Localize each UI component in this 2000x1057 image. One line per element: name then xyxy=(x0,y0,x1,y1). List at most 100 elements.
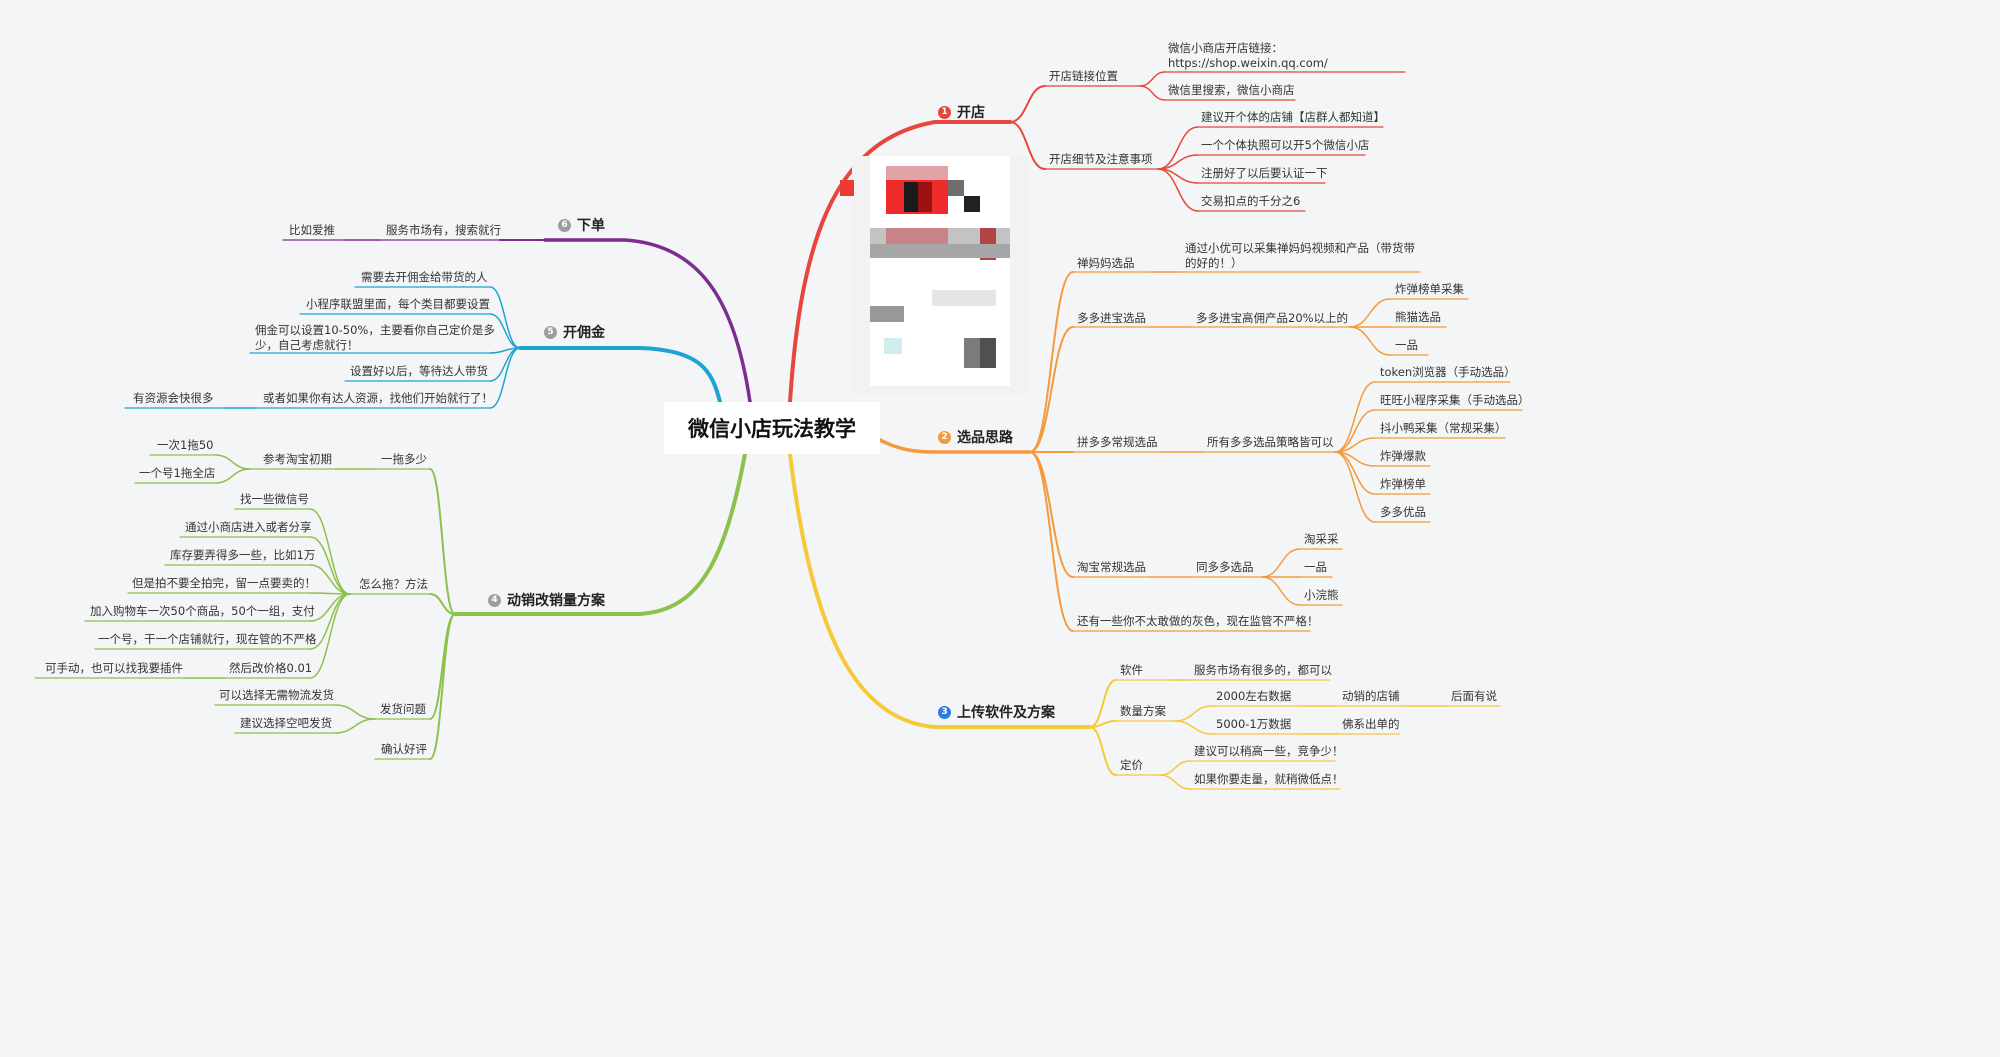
node-douxiaoya[interactable]: 抖小鸭采集（常规采集） xyxy=(1380,421,1507,435)
node-method[interactable]: 怎么拖？方法 xyxy=(359,577,428,591)
node-grey-products[interactable]: 还有一些你不太敢做的灰色，现在监管不严格！ xyxy=(1077,614,1319,628)
node-bomb-hot[interactable]: 炸弹爆款 xyxy=(1380,449,1426,463)
node-confirm-review[interactable]: 确认好评 xyxy=(381,742,427,756)
node-alliance-settings[interactable]: 小程序联盟里面，每个类目都要设置 xyxy=(306,297,490,311)
node-quantity-plan[interactable]: 数量方案 xyxy=(1120,704,1166,718)
connector-line xyxy=(1334,381,1376,453)
branch-product-selection[interactable]: 2 选品思路 xyxy=(938,427,1013,447)
connector-line xyxy=(1334,409,1376,453)
node-service-market[interactable]: 服务市场有很多的，都可以 xyxy=(1194,663,1332,677)
node-store-link-url[interactable]: 微信小商店开店链接：https://shop.weixin.qq.com/ xyxy=(1168,41,1328,70)
node-wait-influencers[interactable]: 设置好以后，等待达人带货 xyxy=(350,364,488,378)
node-duoduo-youpin[interactable]: 多多优品 xyxy=(1380,505,1426,519)
node-store-details[interactable]: 开店细节及注意事项 xyxy=(1049,152,1153,166)
connector-line xyxy=(309,508,351,595)
node-5000-items[interactable]: 5000-1万数据 xyxy=(1216,717,1292,731)
connector-line xyxy=(214,468,251,484)
node-bomb-list[interactable]: 炸弹榜单采集 xyxy=(1395,282,1464,296)
node-empty-package[interactable]: 建议选择空吧发货 xyxy=(240,716,332,730)
number-badge-6: 6 xyxy=(558,218,571,232)
node-casual-orders[interactable]: 佛系出单的 xyxy=(1342,717,1400,731)
number-badge-1: 1 xyxy=(938,105,951,119)
connector-line xyxy=(1334,451,1376,523)
node-explained-later[interactable]: 后面有说 xyxy=(1451,689,1497,703)
branch-sales-plan[interactable]: 4 动销改销量方案 xyxy=(488,590,605,610)
node-token-browser[interactable]: token浏览器（手动选品） xyxy=(1380,365,1516,379)
mosaic-block xyxy=(884,338,902,354)
node-stock-more[interactable]: 库存要弄得多一些，比如1万 xyxy=(170,548,316,562)
node-certify[interactable]: 注册好了以后要认证一下 xyxy=(1201,166,1328,180)
node-enter-or-share[interactable]: 通过小商店进入或者分享 xyxy=(185,520,312,534)
node-no-logistics[interactable]: 可以选择无需物流发货 xyxy=(219,688,334,702)
branch-upload-software[interactable]: 3 上传软件及方案 xyxy=(938,702,1055,722)
connector-line xyxy=(214,454,251,470)
branch-label: 选品思路 xyxy=(957,430,1013,446)
node-pricing[interactable]: 定价 xyxy=(1120,758,1143,772)
connector-line xyxy=(309,593,351,679)
node-xiaoyou-collect[interactable]: 通过小优可以采集禅妈妈视频和产品（带货带的好的！） xyxy=(1185,241,1415,270)
node-2000-items[interactable]: 2000左右数据 xyxy=(1216,689,1292,703)
mosaic-block xyxy=(886,228,948,244)
node-price-lower[interactable]: 如果你要走量，就稍微低点！ xyxy=(1194,772,1344,786)
node-taobao-regular[interactable]: 淘宝常规选品 xyxy=(1077,560,1146,574)
node-one-account-one-store[interactable]: 一个号，干一个店铺就行，现在管的不严格 xyxy=(98,632,317,646)
node-high-commission[interactable]: 多多进宝高佣产品20%以上的 xyxy=(1196,311,1349,325)
node-taobao-early[interactable]: 参考淘宝初期 xyxy=(263,452,332,466)
branch-commission[interactable]: 5 开佣金 xyxy=(544,322,605,342)
node-influencer-resources[interactable]: 或者如果你有达人资源，找他们开始就行了！ xyxy=(263,391,493,405)
node-cart-fifty[interactable]: 加入购物车一次50个商品，50个一组，支付 xyxy=(90,604,315,618)
root-topic[interactable]: 微信小店玩法教学 xyxy=(664,402,880,454)
node-yipin[interactable]: 一品 xyxy=(1395,338,1418,352)
branch-open-store[interactable]: 1 开店 xyxy=(938,102,985,122)
connector-line xyxy=(429,593,456,615)
node-duoduojinbao[interactable]: 多多进宝选品 xyxy=(1077,311,1146,325)
node-fee-rate[interactable]: 交易扣点的千分之6 xyxy=(1201,194,1301,208)
node-taocaicai[interactable]: 淘采采 xyxy=(1304,532,1339,546)
connector-line xyxy=(429,613,456,760)
node-panda[interactable]: 熊猫选品 xyxy=(1395,310,1441,324)
connector-line xyxy=(1029,451,1074,632)
node-faster-with-resources[interactable]: 有资源会快很多 xyxy=(133,391,214,405)
node-dont-buy-all[interactable]: 但是拍不要全拍完，留一点要卖的！ xyxy=(132,576,316,590)
node-search-market[interactable]: 服务市场有，搜索就行 xyxy=(386,223,501,237)
node-shipping[interactable]: 发货问题 xyxy=(380,702,426,716)
node-individual-store[interactable]: 建议开个体的店铺【店群人都知道】 xyxy=(1201,110,1385,124)
node-commission-rate[interactable]: 佣金可以设置10-50%，主要看你自己定价是多少，自己考虑就行！ xyxy=(255,323,495,352)
branch-order[interactable]: 6 下单 xyxy=(558,215,605,235)
node-one-to-fifty[interactable]: 一次1拖50 xyxy=(157,438,214,452)
node-same-as-pdd[interactable]: 同多多选品 xyxy=(1196,560,1254,574)
node-raccoon[interactable]: 小浣熊 xyxy=(1304,588,1339,602)
node-manual-or-plugin[interactable]: 可手动，也可以找我要插件 xyxy=(45,661,183,675)
node-bomb-ranking[interactable]: 炸弹榜单 xyxy=(1380,477,1426,491)
mosaic-block xyxy=(980,338,996,368)
node-find-accounts[interactable]: 找一些微信号 xyxy=(240,492,309,506)
node-moving-store[interactable]: 动销的店铺 xyxy=(1342,689,1400,703)
node-wangwang[interactable]: 旺旺小程序采集（手动选品） xyxy=(1380,393,1530,407)
node-open-commission[interactable]: 需要去开佣金给带货的人 xyxy=(361,270,488,284)
node-software[interactable]: 软件 xyxy=(1120,663,1143,677)
pixelated-qr-image xyxy=(840,156,1028,394)
node-wechat-search[interactable]: 微信里搜索，微信小商店 xyxy=(1168,83,1295,97)
node-one-account-store[interactable]: 一个号1拖全店 xyxy=(139,466,216,480)
node-store-link-location[interactable]: 开店链接位置 xyxy=(1049,69,1118,83)
node-all-strategies[interactable]: 所有多多选品策略皆可以 xyxy=(1207,435,1334,449)
connector-line xyxy=(334,704,376,720)
node-yipin-2[interactable]: 一品 xyxy=(1304,560,1327,574)
node-five-stores[interactable]: 一个个体执照可以开5个微信小店 xyxy=(1201,138,1370,152)
main-branch-2 xyxy=(878,438,1032,454)
node-price-higher[interactable]: 建议可以稍高一些，竞争少！ xyxy=(1194,744,1344,758)
mosaic-block xyxy=(964,196,980,212)
connector-line xyxy=(1174,720,1213,735)
node-aitui[interactable]: 比如爱推 xyxy=(289,223,335,237)
connector-line xyxy=(429,613,456,720)
connector-line xyxy=(1349,326,1391,356)
node-how-many[interactable]: 一拖多少 xyxy=(381,452,427,466)
node-chanmama[interactable]: 禅妈妈选品 xyxy=(1077,256,1135,270)
main-branch-6 xyxy=(543,238,752,404)
connector-line xyxy=(309,564,351,595)
branch-label: 动销改销量方案 xyxy=(507,593,605,609)
connector-line xyxy=(1089,679,1117,728)
node-change-price[interactable]: 然后改价格0.01 xyxy=(229,661,313,675)
node-pdd-regular[interactable]: 拼多多常规选品 xyxy=(1077,435,1158,449)
main-branch-5 xyxy=(518,346,722,404)
